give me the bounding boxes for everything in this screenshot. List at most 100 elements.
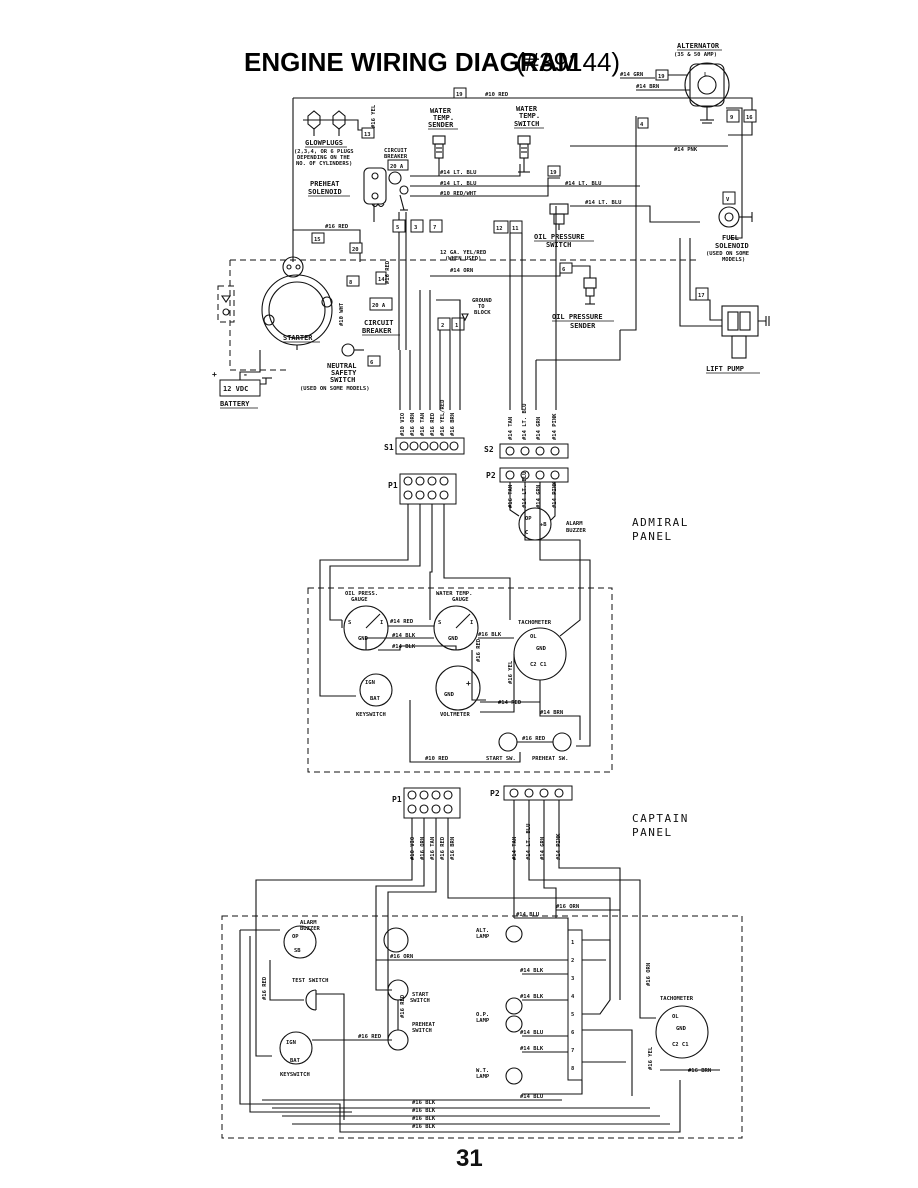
fuel-solenoid-note2: MODELS) — [722, 257, 745, 263]
water-temp-sender-line1: WATER — [430, 107, 452, 115]
admiral-wire-red-2: #16 RED — [476, 638, 482, 662]
svg-text:+: + — [466, 679, 471, 688]
circuit-breaker-mid-rating: 20 A — [372, 303, 386, 309]
admiral-keyswitch-label: KEYSWITCH — [356, 712, 386, 718]
terminal-15: 15 — [314, 237, 321, 243]
captain-alt-lamp-line2: LAMP — [476, 934, 490, 940]
svg-text:OP: OP — [292, 934, 299, 940]
admiral-key-ign: IGN — [365, 680, 375, 686]
circuit-breaker-top-line1: CIRCUIT — [384, 148, 408, 154]
admiral-voltmeter-label: VOLTMETER — [440, 712, 470, 718]
admiral-oil-i: I — [380, 620, 383, 626]
admiral-start-sw-label: START SW. — [486, 756, 516, 762]
glowplugs: GLOWPLUGS (2,3,4, OR 6 PLUGS DEPENDING O… — [294, 110, 354, 167]
captain-key-bat: BAT — [290, 1058, 301, 1064]
captain-wire-blk-1: #14 BLK — [520, 968, 544, 974]
admiral-wire-blk-2: #14 BLK — [392, 644, 416, 650]
admiral-buzzer-line1: ALARM — [566, 521, 583, 527]
svg-text:C: C — [525, 530, 528, 536]
svg-text:GND: GND — [676, 1026, 687, 1032]
svg-text:OL: OL — [672, 1014, 679, 1020]
captain-wire-blk-2: #14 BLK — [520, 994, 544, 1000]
alternator-label: ALTERNATOR — [677, 42, 720, 50]
water-temp-switch-line3: SWITCH — [514, 120, 539, 128]
admiral-p1-label: P1 — [388, 481, 398, 490]
admiral-p2-label: P2 — [486, 471, 496, 480]
water-temp-sender-line3: SENDER — [428, 121, 454, 129]
captain-panel-title-2: PANEL — [632, 826, 673, 839]
admiral-wire-red-3: #14 RED — [498, 700, 522, 706]
admiral-buzzer-op: OP — [525, 516, 532, 522]
s1-wire-4: #16 RED — [430, 412, 436, 436]
oil-pressure-switch: OIL PRESSURE SWITCH — [534, 203, 594, 249]
captain-wire-blk-3: #14 BLK — [520, 1046, 544, 1052]
preheat-solenoid-line1: PREHEAT — [310, 180, 340, 188]
preheat-solenoid-line2: SOLENOID — [308, 188, 342, 196]
lift-pump: 17 LIFT PUMP — [695, 287, 770, 374]
cap-p2-wire-1: #14 TAN — [512, 837, 518, 860]
p2-wire-1: #16 TAN — [508, 485, 514, 508]
captain-tachometer: TACHOMETER OL GND C2 C1 — [655, 996, 709, 1059]
admiral-water-i: I — [470, 620, 473, 626]
admiral-oil-gauge-line2: GAUGE — [351, 597, 368, 603]
captain-start-line2: SWITCH — [410, 998, 430, 1004]
alternator-rating: (35 & 50 AMP) — [674, 52, 717, 58]
diagram-part-number: (#39144) — [516, 47, 620, 77]
terminal-1: 1 — [455, 323, 459, 329]
terminal-11: 11 — [512, 226, 519, 232]
wire-label-orn: #14 ORN — [450, 268, 473, 274]
admiral-start-switch: START SW. — [486, 732, 518, 762]
circuit-breaker-mid-line1: CIRCUIT — [364, 319, 394, 327]
circuit-breaker-mid: 14 #16 RED 20 A CIRCUIT BREAKER — [362, 260, 400, 336]
wire-label-ltblu-3: #14 LT. BLU — [565, 181, 602, 187]
admiral-wire-blk-1: #14 BLK — [392, 633, 416, 639]
svg-text:#16 RED: #16 RED — [385, 260, 391, 284]
starter-bracket — [217, 285, 235, 323]
admiral-panel-title-2: PANEL — [632, 530, 673, 543]
strip-8: 8 — [571, 1066, 574, 1072]
page-number: 31 — [456, 1145, 483, 1172]
captain-op-lamp-line2: LAMP — [476, 1018, 490, 1024]
wire-label-red16: #16 RED — [325, 224, 349, 230]
battery: 12 VDC + - BATTERY — [212, 370, 272, 409]
wire-label-ltblu-2: #14 LT. BLU — [440, 181, 477, 187]
strip-6: 6 — [571, 1030, 575, 1036]
captain-wire-blu-3: #14 BLU — [520, 1094, 544, 1100]
admiral-tach-ol: OL — [530, 634, 537, 640]
wire-label-redwht: #10 RED/WHT — [440, 191, 477, 197]
oil-pressure-sender-line2: SENDER — [570, 322, 596, 330]
admiral-water-gauge-line2: GAUGE — [452, 597, 469, 603]
terminal-6-neutral: 6 — [370, 360, 374, 366]
wire-label-yelred: 12 GA. YEL/RED — [440, 250, 487, 256]
captain-preheat-line1: PREHEAT — [412, 1022, 436, 1028]
strip-1: 1 — [571, 940, 575, 946]
admiral-alarm-buzzer: OP +B C ALARM BUZZER — [518, 507, 587, 541]
captain-preheat-switch: PREHEAT SWITCH — [387, 1022, 436, 1051]
water-temp-switch-line1: WATER — [516, 105, 538, 113]
captain-wire-blk-b3: #16 BLK — [412, 1116, 436, 1122]
terminal-12: 12 — [496, 226, 503, 232]
terminal-19-top: 19 — [658, 74, 665, 80]
captain-alt-lamp-line1: ALT. — [476, 928, 489, 934]
terminal-20: 20 — [352, 247, 359, 253]
admiral-panel-title-1: ADMIRAL — [632, 516, 689, 529]
wire-label-ltblu-4: #14 LT. BLU — [585, 200, 622, 206]
admiral-water-s: S — [438, 620, 441, 626]
terminal-14: 14 — [378, 277, 385, 283]
terminal-19-mid: 19 — [550, 170, 557, 176]
s2-wire-1: #14 TAN — [508, 417, 514, 440]
terminal-3: 3 — [414, 225, 417, 231]
terminal-5: 5 — [396, 225, 399, 231]
admiral-tach-label: TACHOMETER — [518, 620, 552, 626]
strip-3: 3 — [571, 976, 574, 982]
captain-wt-lamp-line2: LAMP — [476, 1074, 490, 1080]
cap-p1-wire-5: #16 BRN — [450, 837, 456, 860]
captain-wire-red-1: #16 RED — [358, 1034, 382, 1040]
terminal-6: 6 — [562, 267, 566, 273]
captain-op-lamp: O.P. LAMP — [476, 997, 523, 1033]
wire-label-grn-top: #14 GRN — [620, 72, 643, 78]
neutral-safety-line2: SAFETY — [331, 369, 357, 377]
terminal-8: 8 — [349, 280, 352, 286]
circuit-breaker-mid-line2: BREAKER — [362, 327, 392, 335]
fuel-solenoid-line1: FUEL — [722, 234, 739, 242]
